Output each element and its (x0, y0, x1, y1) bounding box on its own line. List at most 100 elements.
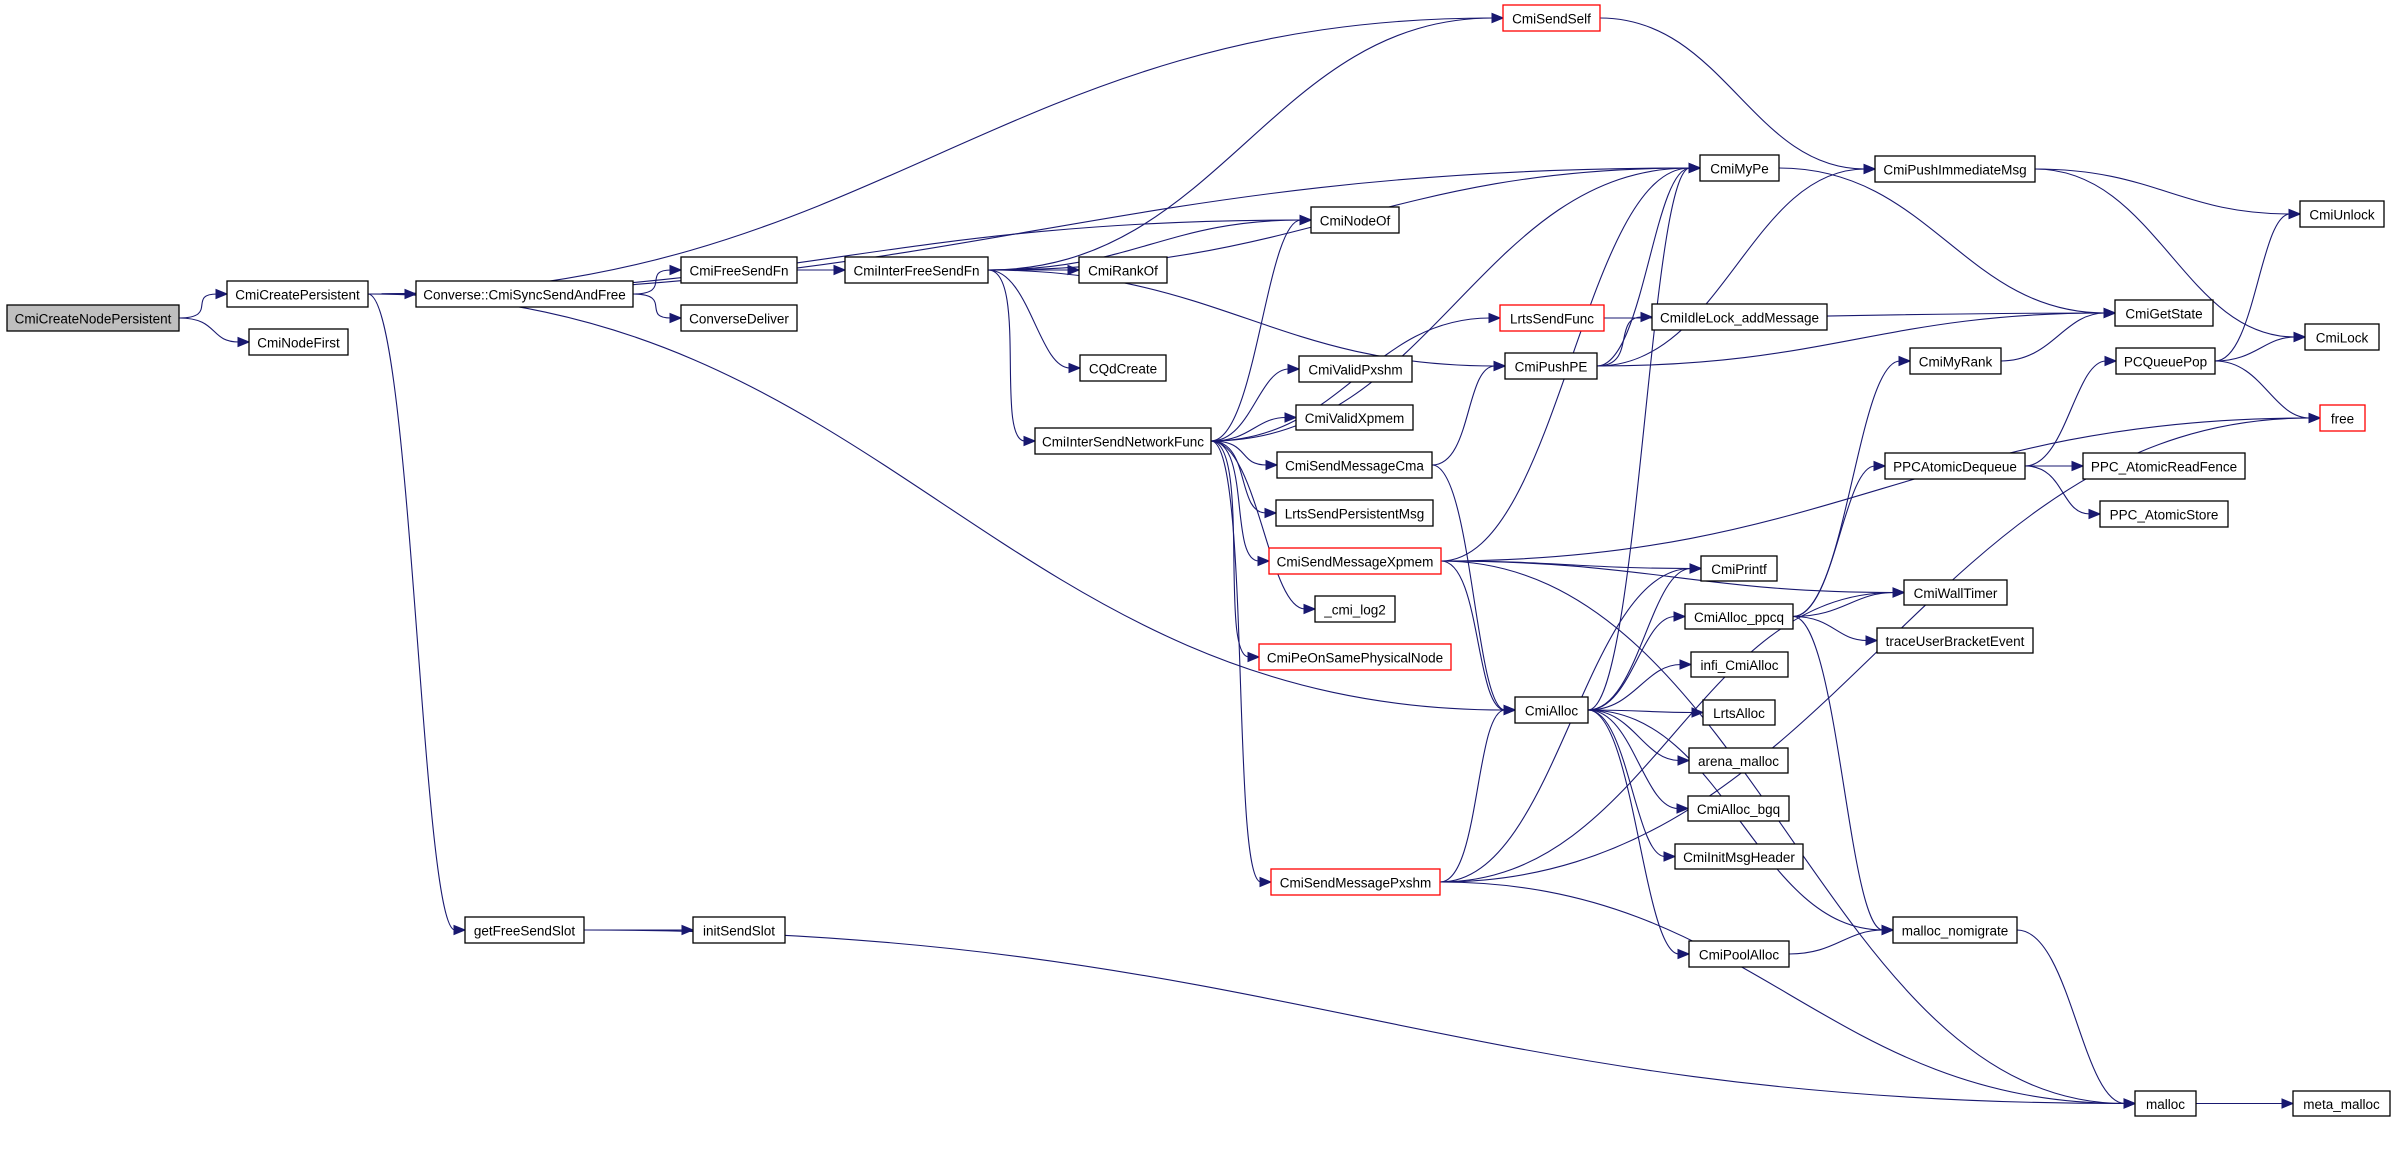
node-box (2292, 1090, 2391, 1117)
node-ppcatomic-dequeue[interactable]: PPCAtomicDequeue (1884, 452, 2026, 480)
node-cmi-send-message-cma[interactable]: CmiSendMessageCma (1276, 451, 1433, 479)
edge-cmi-my-rank-to-cmi-get-state (2000, 307, 2117, 362)
edge-malloc-to-meta-malloc (2196, 1098, 2295, 1109)
node-cmi-pool-alloc[interactable]: CmiPoolAlloc (1688, 940, 1790, 968)
edge-line (1587, 615, 1676, 711)
node-trace-user-bracket-event[interactable]: traceUserBracketEvent (1876, 627, 2034, 654)
arrowhead-icon (1264, 507, 1278, 519)
node-cmi-send-message-pxshm[interactable]: CmiSendMessagePxshm (1270, 868, 1441, 896)
edge-cmi-inter-send-network-func-to-cmi-valid-pxshm (1210, 363, 1301, 442)
node-label: CmiPeOnSamePhysicalNode (1267, 651, 1443, 666)
edge-cmi-send-message-cma-to-cmi-push-pe (1431, 360, 1507, 466)
node-cmi-node-of[interactable]: CmiNodeOf (1310, 206, 1400, 234)
node-cmi-my-rank[interactable]: CmiMyRank (1909, 347, 2002, 375)
arrowhead-icon (833, 264, 847, 276)
node-cmi-log2[interactable]: _cmi_log2 (1314, 595, 1396, 623)
node-arena-malloc[interactable]: arena_malloc (1688, 747, 1789, 774)
node-box (1502, 4, 1601, 32)
node-lrts-alloc[interactable]: LrtsAlloc (1702, 699, 1776, 726)
node-cmi-create-node-persistent[interactable]: CmiCreateNodePersistent (6, 304, 180, 332)
edge-cmi-push-pe-to-cmi-my-pe (1596, 162, 1702, 367)
node-converse-deliver[interactable]: ConverseDeliver (680, 304, 798, 332)
node-box (1687, 795, 1790, 822)
node-free[interactable]: free (2319, 404, 2366, 432)
arrowhead-icon (1503, 704, 1517, 716)
node-get-free-send-slot[interactable]: getFreeSendSlot (464, 916, 585, 944)
node-cmi-alloc[interactable]: CmiAlloc (1514, 696, 1589, 724)
node-box (1499, 304, 1605, 332)
node-cmi-alloc-ppcq[interactable]: CmiAlloc_ppcq (1684, 603, 1794, 630)
node-infi-cmi-alloc[interactable]: infi_CmiAlloc (1690, 651, 1789, 678)
edge-line (1439, 591, 1895, 883)
arrowhead-icon (1247, 651, 1261, 663)
node-cmi-alloc-bgq[interactable]: CmiAlloc_bgq (1687, 795, 1790, 822)
node-meta-malloc[interactable]: meta_malloc (2292, 1090, 2391, 1117)
edge-cmi-inter-send-network-func-to-cmi-valid-xpmem (1210, 412, 1298, 442)
edge-line (1599, 17, 1866, 170)
node-cmi-inter-free-send-fn[interactable]: CmiInterFreeSendFn (844, 256, 989, 284)
node-box (1700, 555, 1778, 582)
node-cmi-wall-timer[interactable]: CmiWallTimer (1903, 579, 2008, 606)
node-cqd-create[interactable]: CQdCreate (1079, 354, 1167, 382)
node-cmi-node-first[interactable]: CmiNodeFirst (248, 328, 349, 356)
node-box (2114, 299, 2214, 327)
node-cmi-pe-on-same-physical-node[interactable]: CmiPeOnSamePhysicalNode (1258, 643, 1452, 671)
node-label: CmiInterSendNetworkFunc (1042, 435, 1204, 450)
node-box (1909, 347, 2002, 375)
node-label: PPC_AtomicReadFence (2091, 460, 2237, 475)
edge-get-free-send-slot-to-malloc (583, 929, 2137, 1109)
edge-cmi-send-self-to-cmi-push-immediate-msg (1599, 17, 1877, 175)
arrowhead-icon (1689, 563, 1703, 574)
edge-cmi-inter-send-network-func-to-cmi-send-message-cma (1210, 440, 1279, 471)
node-box (1892, 916, 2018, 944)
node-label: arena_malloc (1698, 754, 1779, 769)
node-label: CmiInitMsgHeader (1683, 850, 1795, 865)
node-ppc-atomic-read-fence[interactable]: PPC_AtomicReadFence (2082, 452, 2246, 480)
node-cmi-push-pe[interactable]: CmiPushPE (1504, 352, 1598, 380)
node-cmi-unlock[interactable]: CmiUnlock (2299, 200, 2385, 228)
node-cmi-send-message-xpmem[interactable]: CmiSendMessageXpmem (1268, 547, 1442, 575)
node-cmi-push-immediate-msg[interactable]: CmiPushImmediateMsg (1874, 155, 2036, 183)
node-label: CmiSendMessagePxshm (1280, 876, 1432, 891)
node-init-send-slot[interactable]: initSendSlot (692, 916, 786, 944)
node-cmi-inter-send-network-func[interactable]: CmiInterSendNetworkFunc (1034, 427, 1212, 455)
node-pcqueue-pop[interactable]: PCQueuePop (2115, 347, 2216, 375)
edge-ppcatomic-dequeue-to-ppc-atomic-read-fence (2025, 460, 2085, 472)
node-box (1884, 452, 2026, 480)
node-cmi-idle-lock-add-message[interactable]: CmiIdleLock_addMessage (1651, 303, 1828, 331)
node-ppc-atomic-store[interactable]: PPC_AtomicStore (2099, 500, 2229, 528)
node-cmi-lock[interactable]: CmiLock (2304, 323, 2380, 351)
node-label: LrtsSendPersistentMsg (1285, 507, 1425, 522)
node-label: meta_malloc (2303, 1097, 2380, 1112)
node-cmi-init-msg-header[interactable]: CmiInitMsgHeader (1674, 843, 1804, 870)
arrowhead-icon (1299, 214, 1313, 226)
node-converse-cmi-sync-send-and-free[interactable]: Converse::CmiSyncSendAndFree (415, 280, 634, 308)
arrowhead-icon (2293, 331, 2307, 343)
edge-cmi-inter-send-network-func-to-cmi-log2 (1210, 440, 1317, 615)
node-cmi-send-self[interactable]: CmiSendSelf (1502, 4, 1601, 32)
node-box (1688, 747, 1789, 774)
node-malloc[interactable]: malloc (2134, 1090, 2197, 1117)
arrowhead-icon (1892, 587, 1906, 598)
node-label: CmiSendSelf (1512, 12, 1591, 27)
node-cmi-get-state[interactable]: CmiGetState (2114, 299, 2214, 327)
node-cmi-my-pe[interactable]: CmiMyPe (1699, 154, 1780, 182)
edge-line (1210, 440, 1250, 658)
arrowhead-icon (1898, 355, 1912, 367)
node-cmi-valid-pxshm[interactable]: CmiValidPxshm (1298, 355, 1413, 383)
node-lrts-send-persistent-msg[interactable]: LrtsSendPersistentMsg (1275, 499, 1434, 527)
node-label: PPC_AtomicStore (2110, 508, 2219, 523)
edge-cmi-inter-send-network-func-to-cmi-pe-on-same-physical-node (1210, 440, 1261, 663)
node-label: CmiCreateNodePersistent (15, 312, 172, 327)
node-cmi-create-persistent[interactable]: CmiCreatePersistent (226, 280, 369, 308)
node-cmi-printf[interactable]: CmiPrintf (1700, 555, 1778, 582)
node-lrts-send-func[interactable]: LrtsSendFunc (1499, 304, 1605, 332)
node-malloc-nomigrate[interactable]: malloc_nomigrate (1892, 916, 2018, 944)
node-cmi-rank-of[interactable]: CmiRankOf (1078, 256, 1168, 284)
edge-ppcatomic-dequeue-to-ppc-atomic-store (2024, 465, 2102, 520)
node-label: CmiValidPxshm (1308, 363, 1402, 378)
node-cmi-free-send-fn[interactable]: CmiFreeSendFn (680, 256, 798, 284)
edge-line (1778, 167, 2106, 314)
node-cmi-valid-xpmem[interactable]: CmiValidXpmem (1295, 404, 1414, 431)
